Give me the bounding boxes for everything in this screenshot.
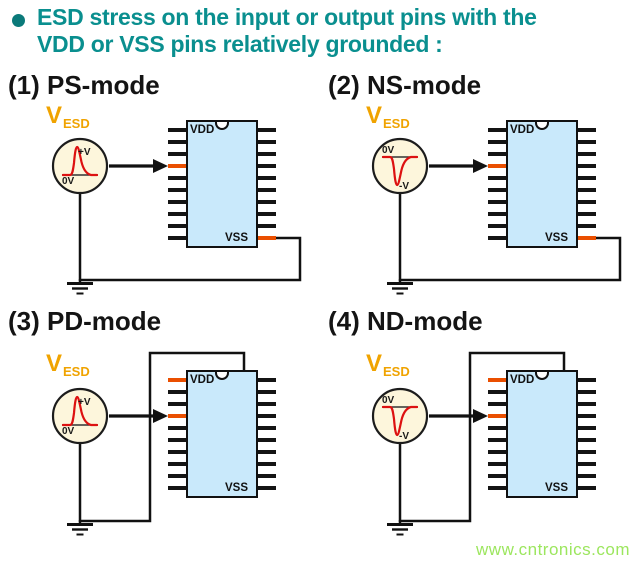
ground-wire <box>398 351 566 523</box>
vdd-label: VDD <box>510 374 535 386</box>
esd-source-circle <box>371 387 429 445</box>
ground-symbol <box>387 520 413 536</box>
diagram-nd-mode: (4) ND-mode VESD VDD VSS 0V -V <box>326 306 638 556</box>
vesd-label: VESD <box>366 350 410 379</box>
esd-source-circle <box>51 137 109 195</box>
esd-source-circle <box>51 387 109 445</box>
stressed-io-pin <box>168 414 186 418</box>
vesd-sub: ESD <box>63 116 90 131</box>
diagram-ps-mode: (1) PS-mode VESD VDD VSS +V 0V <box>6 70 318 320</box>
zero-voltage-label: 0V <box>382 145 395 156</box>
title-line-2: VDD or VSS pins relatively grounded : <box>37 31 443 57</box>
zero-voltage-label: 0V <box>62 176 75 187</box>
vdd-label: VDD <box>190 124 215 136</box>
ic-pins-left <box>488 378 506 490</box>
ic-pins-right <box>578 378 596 490</box>
ic-pins-right <box>258 128 276 240</box>
ic-pins-left <box>168 378 186 490</box>
stressed-io-pin <box>488 414 506 418</box>
title-line-1: ESD stress on the input or output pins w… <box>37 4 537 30</box>
ic-package <box>186 120 258 248</box>
vesd-label: VESD <box>366 102 410 131</box>
vesd-sub: ESD <box>383 364 410 379</box>
mode-heading: (2) NS-mode <box>328 70 482 100</box>
vesd-label: VESD <box>46 350 90 379</box>
ic-package <box>506 370 578 498</box>
page-title: ESD stress on the input or output pins w… <box>37 4 537 58</box>
esd-pulse-waveform <box>381 405 419 437</box>
ic-pins-left <box>168 128 186 240</box>
vss-label: VSS <box>545 482 569 494</box>
ic-pins-right <box>578 128 596 240</box>
stressed-io-pin <box>488 164 506 168</box>
mode-heading: (1) PS-mode <box>8 70 160 100</box>
stress-arrow-head <box>473 409 488 423</box>
vss-label: VSS <box>545 232 569 244</box>
vesd-v: V <box>46 102 63 129</box>
stress-arrow-head <box>473 159 488 173</box>
esd-source-circle <box>371 137 429 195</box>
watermark: www.cntronics.com <box>476 540 630 559</box>
vesd-v: V <box>366 350 383 377</box>
grounded-vdd-pin <box>488 378 506 382</box>
ic-notch <box>215 372 229 380</box>
vesd-v: V <box>46 350 63 377</box>
ic-pins-right <box>258 378 276 490</box>
vesd-label: VESD <box>46 102 90 131</box>
peak-voltage-label: +V <box>78 147 91 158</box>
ground-symbol <box>67 279 93 295</box>
vss-label: VSS <box>225 482 249 494</box>
stressed-io-pin <box>168 164 186 168</box>
diagram-pd-mode: (3) PD-mode VESD VDD VSS +V 0V <box>6 306 318 556</box>
ic-notch <box>215 122 229 130</box>
esd-pulse-waveform <box>61 395 99 427</box>
ic-pins-left <box>488 128 506 240</box>
ic-package <box>186 370 258 498</box>
grounded-vdd-pin <box>168 378 186 382</box>
ground-wire <box>398 193 622 282</box>
peak-voltage-label: -V <box>399 181 409 192</box>
ground-wire <box>78 193 302 282</box>
peak-voltage-label: +V <box>78 397 91 408</box>
zero-voltage-label: 0V <box>62 426 75 437</box>
vss-label: VSS <box>225 232 249 244</box>
peak-voltage-label: -V <box>399 431 409 442</box>
grounded-vss-pin <box>578 236 596 240</box>
vesd-sub: ESD <box>383 116 410 131</box>
ground-wire <box>78 351 246 523</box>
circuit-overlay: 0V -V <box>371 137 622 295</box>
circuit-overlay: +V 0V <box>51 351 246 536</box>
zero-voltage-label: 0V <box>382 395 395 406</box>
esd-pulse-waveform <box>381 155 419 187</box>
ground-symbol <box>387 279 413 295</box>
vesd-v: V <box>366 102 383 129</box>
ground-symbol <box>67 520 93 536</box>
bullet-icon <box>12 14 25 27</box>
stress-arrow-head <box>153 409 168 423</box>
circuit-overlay: 0V -V <box>371 351 566 536</box>
vesd-sub: ESD <box>63 364 90 379</box>
grounded-vss-pin <box>258 236 276 240</box>
ic-notch <box>535 122 549 130</box>
mode-heading: (3) PD-mode <box>8 306 162 336</box>
ic-package <box>506 120 578 248</box>
esd-pulse-waveform <box>61 145 99 177</box>
vdd-label: VDD <box>510 124 535 136</box>
circuit-overlay: +V 0V <box>51 137 302 295</box>
mode-heading: (4) ND-mode <box>328 306 483 336</box>
diagram-ns-mode: (2) NS-mode VESD VDD VSS 0V -V <box>326 70 638 320</box>
vdd-label: VDD <box>190 374 215 386</box>
ic-notch <box>535 372 549 380</box>
stress-arrow-head <box>153 159 168 173</box>
